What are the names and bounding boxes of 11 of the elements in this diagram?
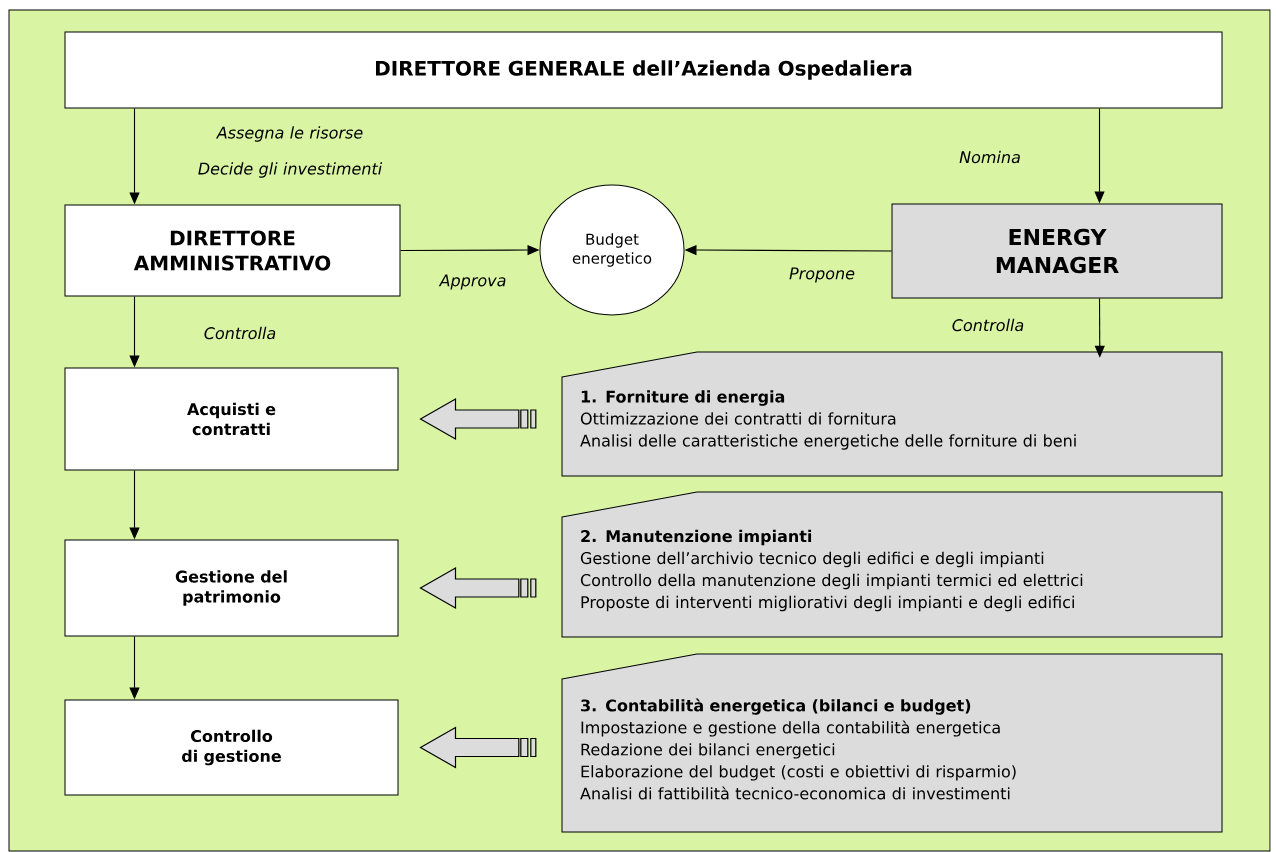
task-callout: 1. Forniture di energia Ottimizzazione dei contratti di fornitura Analisi delle caratteristiche energetiche delle forniture di beni <box>561 351 1223 477</box>
process-box: Controllo di gestione <box>64 699 399 796</box>
process-box: DIRETTORE AMMINISTRATIVO <box>64 204 401 297</box>
process-box: Gestione del patrimonio <box>64 539 399 637</box>
title-box: DIRETTORE GENERALE dell’Azienda Ospedaliera <box>64 31 1223 109</box>
process-box: Acquisti e contratti <box>64 367 399 471</box>
process-box: ENERGY MANAGER <box>891 203 1223 299</box>
task-callout: 3. Contabilità energetica (bilanci e budget) Impostazione e gestione della contabilità energetica Redazione dei bilanci energetici Elaborazione del budget (costi e obiettivi di risparmio) Analisi di fattibilità tecnico-economica di investimenti <box>561 653 1223 833</box>
block-arrow <box>419 726 537 769</box>
edge-label: Assegna le risorse Decide gli investimenti <box>194 125 386 179</box>
task-callout: 2. Manutenzione impianti Gestione dell’archivio tecnico degli edifici e degli impianti Controllo della manutenzione degli impianti termici ed elettrici Proposte di interventi migliorativi degli impianti e degli edifici <box>561 491 1223 638</box>
